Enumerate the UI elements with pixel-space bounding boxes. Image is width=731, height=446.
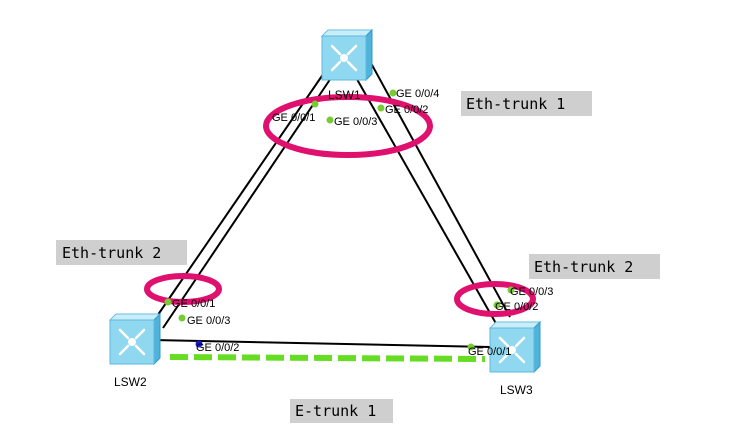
tag-background bbox=[461, 91, 592, 116]
tag-eth-trunk-2-left: Eth-trunk 2 bbox=[56, 240, 187, 265]
switch-lsw3[interactable] bbox=[488, 320, 542, 374]
port-dot bbox=[178, 314, 186, 322]
link-lsw1-lsw3-a bbox=[365, 53, 511, 318]
port-label-lsw3-ge002: GE 0/0/2 bbox=[495, 301, 538, 313]
port-label-lsw3-ge003: GE 0/0/3 bbox=[510, 286, 553, 298]
device-label-lsw1: LSW1 bbox=[328, 88, 361, 102]
port-label-lsw2-ge002: GE 0/0/2 bbox=[196, 342, 239, 354]
device-label-lsw3: LSW3 bbox=[500, 383, 533, 397]
l3-switch-icon bbox=[488, 320, 542, 374]
l3-switch-icon bbox=[108, 312, 162, 366]
device-label-lsw2: LSW2 bbox=[114, 375, 147, 389]
tag-label: E-trunk 1 bbox=[295, 402, 376, 420]
port-dot bbox=[507, 286, 515, 294]
link-lsw1-lsw2-b bbox=[162, 71, 336, 329]
port-label-lsw2-ge001: GE 0/0/1 bbox=[172, 298, 215, 310]
eth-trunk-2-right-ring bbox=[454, 281, 536, 317]
port-dot bbox=[195, 340, 203, 348]
tag-background bbox=[290, 399, 393, 423]
tag-eth-trunk-2-right: Eth-trunk 2 bbox=[529, 254, 660, 279]
port-dot bbox=[164, 298, 172, 306]
link-lsw2-lsw3 bbox=[152, 339, 491, 348]
port-dot bbox=[377, 104, 385, 112]
port-label-lsw1-ge001: GE 0/0/1 bbox=[272, 112, 315, 124]
tag-label: Eth-trunk 1 bbox=[466, 95, 565, 113]
port-label-lsw1-ge004: GE 0/0/4 bbox=[396, 88, 439, 100]
switch-lsw1[interactable] bbox=[320, 28, 374, 82]
switch-lsw2[interactable] bbox=[108, 312, 162, 366]
port-labels: GE 0/0/1 GE 0/0/3 GE 0/0/4 GE 0/0/2 GE 0… bbox=[172, 88, 553, 358]
tag-background bbox=[56, 240, 187, 265]
eth-trunk-2-left-ring bbox=[144, 273, 222, 305]
eth-trunk-1-ring bbox=[263, 94, 433, 158]
port-dots bbox=[164, 89, 515, 351]
tag-e-trunk-1: E-trunk 1 bbox=[290, 399, 393, 423]
port-dot bbox=[467, 343, 475, 351]
port-label-lsw1-ge003: GE 0/0/3 bbox=[334, 116, 377, 128]
tag-label: Eth-trunk 2 bbox=[62, 244, 161, 262]
tag-eth-trunk-1: Eth-trunk 1 bbox=[461, 91, 592, 116]
tag-label: Eth-trunk 2 bbox=[534, 258, 633, 276]
port-dot bbox=[326, 116, 334, 124]
tag-background bbox=[529, 254, 660, 279]
l3-switch-icon bbox=[320, 28, 374, 82]
link-lsw1-lsw2-a bbox=[152, 69, 327, 323]
port-label-lsw1-ge002: GE 0/0/2 bbox=[385, 104, 428, 116]
port-label-lsw2-ge003: GE 0/0/3 bbox=[187, 315, 230, 327]
e-trunk-dashed-line bbox=[169, 354, 486, 362]
port-dot bbox=[389, 89, 397, 97]
port-dot bbox=[493, 301, 501, 309]
port-dot bbox=[311, 100, 319, 108]
port-label-lsw3-ge001: GE 0/0/1 bbox=[468, 346, 511, 358]
